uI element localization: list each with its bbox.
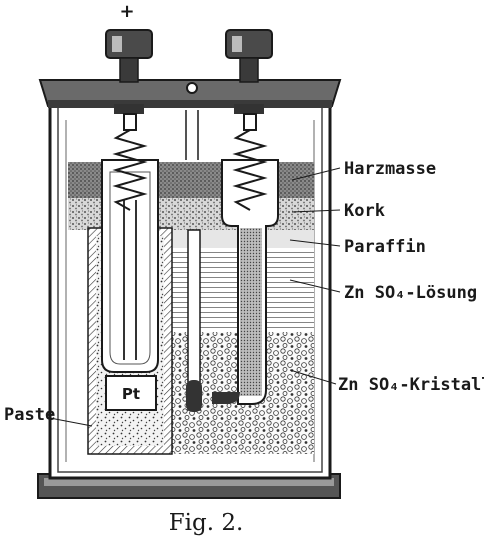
negative-terminal — [225, 29, 273, 131]
cork-label: Kork — [344, 201, 385, 221]
solution-label: Zn SO₄-Lösung — [344, 283, 477, 303]
paraffin-label: Paraffin — [344, 237, 426, 257]
right-spring — [232, 129, 268, 211]
platinum-electrode-tube — [101, 159, 159, 373]
leader-lines — [49, 167, 341, 427]
zinc-electrode-tube — [212, 159, 279, 405]
figure-caption: Fig. 2. — [169, 510, 244, 536]
paste-label: Paste — [4, 405, 55, 425]
left-spring — [112, 129, 148, 211]
central-rod — [185, 110, 202, 412]
pt-label: Pt — [122, 385, 140, 403]
lid-screw — [186, 82, 198, 94]
positive-sign: + — [119, 1, 134, 22]
platinum-plate: Pt — [105, 375, 157, 411]
crystals-label: Zn SO₄-Kristalle — [338, 375, 484, 395]
lid — [38, 79, 342, 108]
resin-label: Harzmasse — [344, 159, 436, 179]
